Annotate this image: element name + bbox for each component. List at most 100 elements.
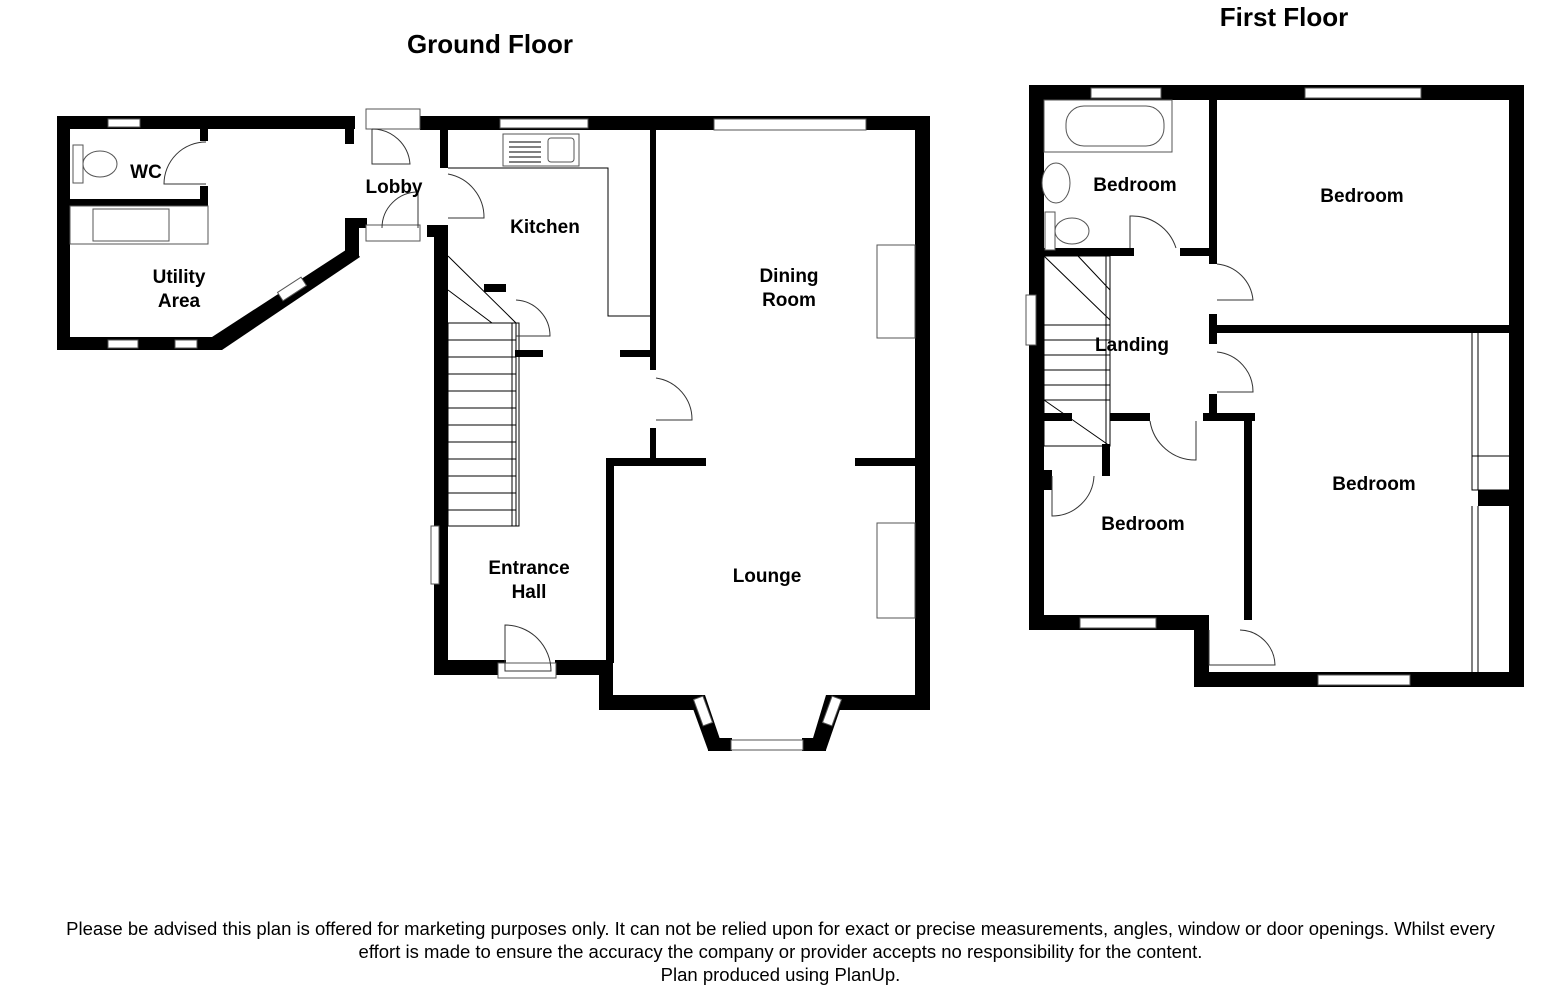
chimney-breast [876,522,916,619]
wall [650,428,656,462]
wall [1244,413,1252,620]
room-label-bedroom-2: Bedroom [1332,474,1415,495]
wall [1209,100,1217,264]
disclaimer-line-2: effort is made to ensure the accuracy th… [358,941,1203,962]
room-label-dining-2: Room [762,290,816,311]
lobby-door-frame [365,108,421,130]
door-swing [1051,475,1095,517]
door-swing [1208,629,1276,666]
wall [57,116,70,350]
wall [200,186,208,202]
wall [832,695,930,710]
window [713,118,867,131]
wall [1102,444,1110,476]
disclaimer-line-1: Please be advised this plan is offered f… [66,918,1495,939]
window [499,118,589,129]
bath-basin [1065,105,1165,147]
window [1090,87,1162,99]
wall [1044,248,1134,256]
wall [345,116,354,144]
staircase [447,255,520,527]
wall [855,458,917,466]
door-swing [1149,420,1197,461]
floor-plan-drawing: Ground Floor First Floor WC Lobby Kitche… [57,2,1524,751]
wall [434,660,506,675]
window [174,339,198,349]
window [730,739,804,751]
wall [555,660,613,675]
wall [440,116,448,168]
wall [1029,85,1044,630]
wc-toilet [82,150,118,178]
wall [915,116,930,710]
wall [70,199,208,206]
door-swing [1129,215,1177,249]
wc-cistern [72,144,84,184]
wall [1509,85,1524,687]
wall [650,130,656,370]
room-label-dining: Dining [759,266,818,287]
door-swing [447,173,485,219]
door-swing [515,299,551,337]
window [1304,87,1422,99]
sink-bowl [547,137,575,163]
wall [1110,413,1150,421]
room-label-hall: Entrance [488,558,569,579]
room-label-hall-2: Hall [512,582,547,603]
lobby-door-frame [365,224,421,242]
wc-cistern [1044,211,1056,251]
wall [515,350,543,357]
wall [434,230,448,675]
door-swing [371,128,411,165]
door-swing [163,141,207,185]
window [1317,674,1411,686]
window [430,525,440,585]
room-label-lobby: Lobby [366,177,423,198]
wall [606,458,614,663]
wall [345,218,367,228]
utility-sink [92,208,170,242]
window [276,276,308,302]
ground-floor-plan [57,108,930,751]
wall [57,116,355,129]
door-swing [1216,351,1254,393]
room-label-bedroom-3: Bedroom [1101,514,1184,535]
wall [708,738,732,751]
window [1079,617,1157,629]
wall [1209,325,1524,333]
wall [1203,413,1255,421]
wall [1194,615,1209,687]
room-label-landing: Landing [1095,335,1169,356]
door-swing [381,191,419,229]
room-label-lounge: Lounge [733,566,802,587]
drainer [509,141,541,163]
ground-floor-title: Ground Floor [407,29,573,59]
kitchen-counter [448,167,650,317]
first-floor-title: First Floor [1220,2,1349,32]
wall [1209,394,1217,414]
window [107,339,139,349]
disclaimer: Please be advised this plan is offered f… [0,917,1561,986]
room-label-bedroom-bath: Bedroom [1093,175,1176,196]
wall [1478,490,1509,506]
disclaimer-line-3: Plan produced using PlanUp. [660,964,901,985]
room-label-utility-2: Area [158,291,201,312]
wc-toilet [1054,217,1090,245]
wall [599,695,699,710]
wall [1180,248,1217,256]
wall [1044,470,1052,490]
wall [1044,413,1072,421]
washbasin [1041,162,1071,204]
door-swing [655,377,693,421]
wardrobe [1471,333,1509,672]
door-swing [1216,263,1254,301]
wall [620,350,656,357]
wall [484,284,506,292]
window [692,695,714,727]
first-floor-plan [1025,85,1524,687]
room-label-bedroom-1: Bedroom [1320,186,1403,207]
window [107,118,141,128]
door-swing [504,624,552,672]
window [1025,294,1037,346]
room-label-wc: WC [130,162,162,183]
